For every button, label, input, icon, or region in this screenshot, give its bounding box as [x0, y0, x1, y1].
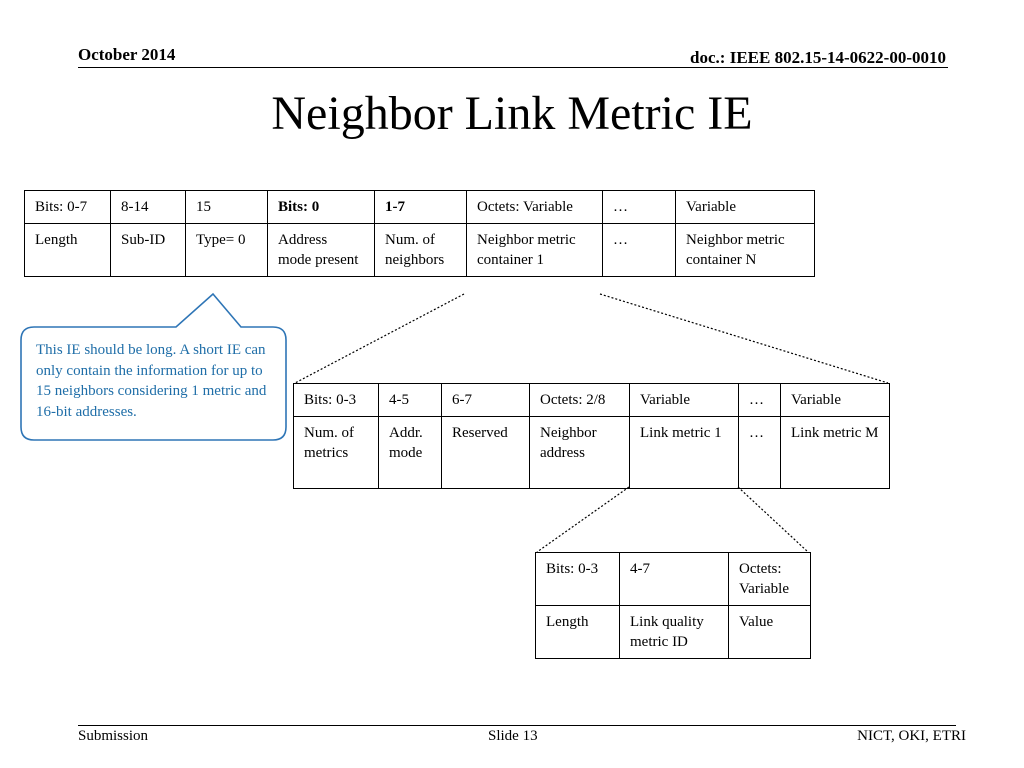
slide-title: Neighbor Link Metric IE: [271, 87, 753, 140]
ie-bits-row: Bits: 0-7 8-14 15 Bits: 0 1-7 Octets: Va…: [24, 190, 815, 224]
metric-fields-row: Length Link quality metric ID Value: [535, 605, 811, 659]
metric-cell-bits-4-7: 4-7: [619, 552, 729, 606]
header-doc-id: doc.: IEEE 802.15-14-0622-00-0010: [690, 48, 946, 67]
container-fields-row: Num. of metrics Addr. mode Reserved Neig…: [293, 416, 890, 489]
container-cell-variable-2: Variable: [780, 383, 890, 417]
container-field-ellipsis: …: [738, 416, 781, 489]
footer-slide-number: Slide 13: [488, 728, 538, 744]
header-date: October 2014: [78, 45, 176, 64]
container-cell-octets: Octets: 2/8: [529, 383, 630, 417]
container-field-num-metrics: Num. of metrics: [293, 416, 379, 489]
metric-field-value: Value: [728, 605, 811, 659]
ie-cell-ellipsis: …: [602, 190, 676, 224]
container-cell-ellipsis: …: [738, 383, 781, 417]
ie-field-address-mode: Address mode present: [267, 223, 375, 277]
ie-field-sub-id: Sub-ID: [110, 223, 186, 277]
ie-cell-bits-1-7: 1-7: [374, 190, 467, 224]
ie-field-num-neighbors: Num. of neighbors: [374, 223, 467, 277]
metric-cell-octets: Octets: Variable: [728, 552, 811, 606]
ie-field-container-1: Neighbor metric container 1: [466, 223, 603, 277]
ie-field-type: Type= 0: [185, 223, 268, 277]
ie-fields-row: Length Sub-ID Type= 0 Address mode prese…: [24, 223, 815, 277]
header-divider: [78, 67, 948, 68]
metric-bits-row: Bits: 0-3 4-7 Octets: Variable: [535, 552, 811, 606]
container-format-table: Bits: 0-3 4-5 6-7 Octets: 2/8 Variable ……: [293, 383, 890, 489]
footer-authors: NICT, OKI, ETRI: [857, 728, 966, 744]
container-cell-variable-1: Variable: [629, 383, 739, 417]
ie-field-ellipsis: …: [602, 223, 676, 277]
container-field-neighbor-address: Neighbor address: [529, 416, 630, 489]
ie-cell-octets-variable: Octets: Variable: [466, 190, 603, 224]
zoom-line-right-2: [737, 486, 809, 553]
metric-cell-bits-0-3: Bits: 0-3: [535, 552, 620, 606]
container-field-addr-mode: Addr. mode: [378, 416, 442, 489]
link-metric-table: Bits: 0-3 4-7 Octets: Variable Length Li…: [535, 552, 811, 659]
ie-cell-bit-15: 15: [185, 190, 268, 224]
callout-text: This IE should be long. A short IE can o…: [36, 342, 267, 420]
zoom-line-left-1: [294, 293, 465, 384]
footer-submission: Submission: [78, 728, 149, 744]
container-field-link-metric-m: Link metric M: [780, 416, 890, 489]
footer-divider: [78, 725, 956, 726]
container-cell-bits-6-7: 6-7: [441, 383, 530, 417]
container-cell-bits-4-5: 4-5: [378, 383, 442, 417]
ie-cell-bit-0: Bits: 0: [267, 190, 375, 224]
ie-cell-bits-8-14: 8-14: [110, 190, 186, 224]
zoom-line-right-1: [599, 293, 889, 384]
container-field-reserved: Reserved: [441, 416, 530, 489]
ie-field-container-n: Neighbor metric container N: [675, 223, 815, 277]
callout-bubble: [20, 292, 287, 441]
container-cell-bits-0-3: Bits: 0-3: [293, 383, 379, 417]
metric-field-length: Length: [535, 605, 620, 659]
container-bits-row: Bits: 0-3 4-5 6-7 Octets: 2/8 Variable ……: [293, 383, 890, 417]
container-field-link-metric-1: Link metric 1: [629, 416, 739, 489]
metric-field-quality-id: Link quality metric ID: [619, 605, 729, 659]
ie-field-length: Length: [24, 223, 111, 277]
zoom-line-left-2: [536, 486, 630, 553]
ie-cell-variable: Variable: [675, 190, 815, 224]
ie-cell-bits-0-7: Bits: 0-7: [24, 190, 111, 224]
ie-format-table: Bits: 0-7 8-14 15 Bits: 0 1-7 Octets: Va…: [24, 190, 815, 277]
